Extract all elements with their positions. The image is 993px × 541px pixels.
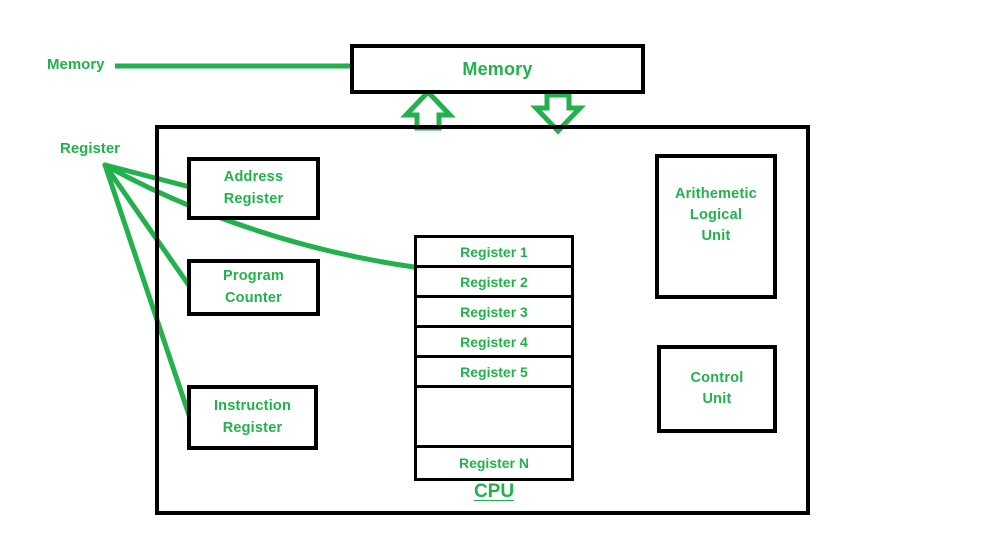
register-stack-cell: Register 2 <box>417 268 571 298</box>
register-stack-cell: Register N <box>417 448 571 478</box>
memory-block: Memory <box>350 44 645 94</box>
address-register-block: Address Register <box>187 157 320 220</box>
register-stack-cell: Register 4 <box>417 328 571 358</box>
register-stack-cell: Register 3 <box>417 298 571 328</box>
control-unit-block: Control Unit <box>657 345 777 433</box>
memory-callout-label: Memory <box>47 56 105 73</box>
program-counter-block: Program Counter <box>187 259 320 316</box>
memory-block-label: Memory <box>462 58 533 79</box>
arithmetic-logical-unit-block: Arithemetic Logical Unit <box>655 154 777 299</box>
register-stack-cell-empty <box>417 388 571 448</box>
register-stack-cell: Register 5 <box>417 358 571 388</box>
instruction-register-label: Instruction Register <box>213 398 292 436</box>
cpu-boundary <box>155 125 810 515</box>
cpu-caption: CPU <box>473 481 515 502</box>
arithmetic-logical-unit-label: Arithemetic Logical Unit <box>675 186 757 245</box>
control-unit-label: Control Unit <box>690 369 744 407</box>
program-counter-label: Program Counter <box>222 268 285 306</box>
memory-read-arrow-icon <box>400 88 456 131</box>
register-stack-cell: Register 1 <box>417 238 571 268</box>
register-callout-label: Register <box>60 140 121 157</box>
instruction-register-block: Instruction Register <box>187 385 318 450</box>
address-register-label: Address Register <box>223 169 284 207</box>
